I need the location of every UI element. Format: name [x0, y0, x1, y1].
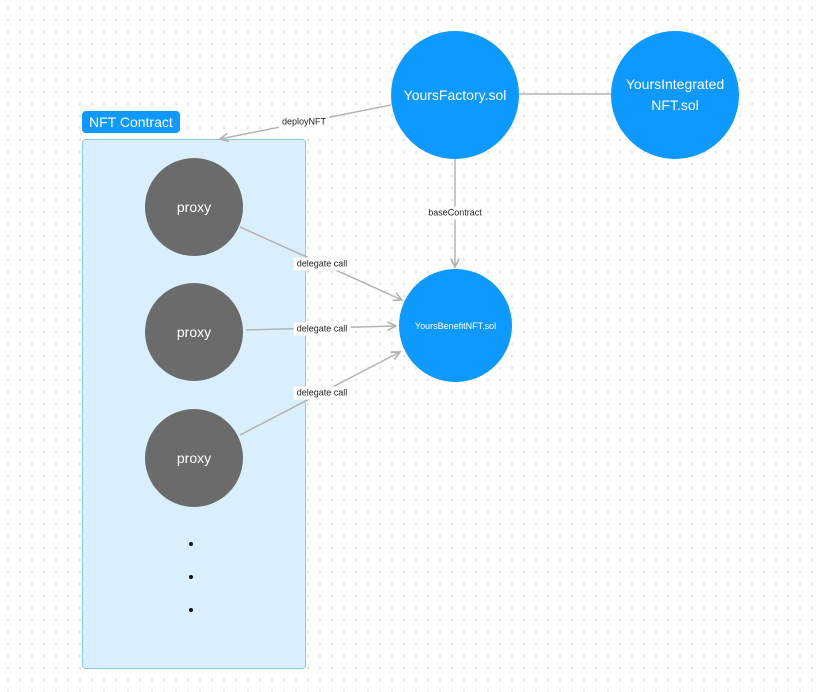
edge-label-base-contract: baseContract [425, 206, 485, 220]
edge-label-deploy-nft: deployNFT [278, 115, 330, 129]
proxy-node-3[interactable]: proxy [145, 409, 243, 507]
nft-contract-label[interactable]: NFT Contract [82, 111, 180, 133]
yours-factory-node[interactable]: YoursFactory.sol [391, 31, 519, 159]
edge-label-delegate-call-1: delegate call [293, 257, 351, 271]
yours-factory-label: YoursFactory.sol [403, 86, 507, 103]
edge-label-delegate-call-3: delegate call [293, 386, 351, 400]
proxy-label: proxy [176, 324, 212, 340]
ellipsis-dot [189, 608, 193, 612]
yours-integrated-nft-label: YoursIntegratedNFT.sol [625, 76, 725, 113]
ellipsis-dot [189, 542, 193, 546]
proxy-label: proxy [176, 199, 212, 215]
yours-benefit-nft-label: YoursBenefitNFT.sol [414, 320, 497, 331]
proxy-label: proxy [176, 450, 212, 466]
ellipsis-dot [189, 575, 193, 579]
proxy-node-2[interactable]: proxy [145, 283, 243, 381]
yours-integrated-nft-node[interactable]: YoursIntegratedNFT.sol [611, 31, 739, 159]
edge-label-delegate-call-2: delegate call [293, 322, 351, 336]
yours-benefit-nft-node[interactable]: YoursBenefitNFT.sol [399, 269, 512, 382]
proxy-node-1[interactable]: proxy [145, 158, 243, 256]
